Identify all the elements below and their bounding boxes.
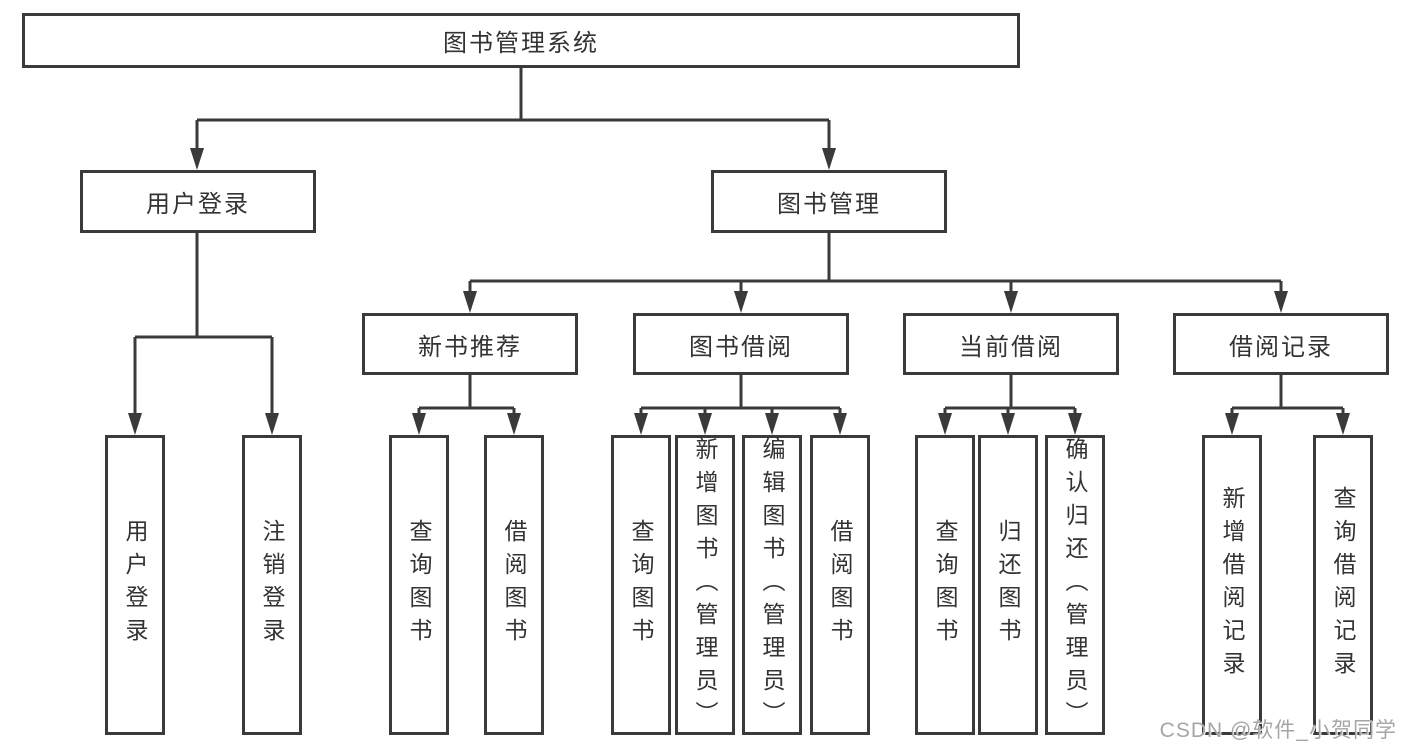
arrowheads	[128, 148, 1350, 435]
leaf-query-borrow-record: 查询借阅记录	[1313, 435, 1373, 735]
leaf-edit-book-admin: 编辑图书（管理员）	[742, 435, 802, 735]
node-label: 借阅图书	[501, 519, 527, 651]
leaf-return-book: 归还图书	[978, 435, 1038, 735]
node-label: 借阅图书	[827, 519, 853, 651]
node-label: 图书管理	[777, 191, 881, 218]
node-book-borrowing: 图书借阅	[633, 313, 849, 375]
node-book-management: 图书管理	[711, 170, 947, 233]
node-label: 新增图书（管理员）	[692, 436, 718, 734]
node-label: 新书推荐	[418, 333, 522, 361]
node-library-system: 图书管理系统	[22, 13, 1020, 68]
node-current-borrowing: 当前借阅	[903, 313, 1119, 375]
node-label: 查询图书	[628, 519, 654, 651]
leaf-add-borrow-record: 新增借阅记录	[1202, 435, 1262, 735]
leaf-confirm-return-admin: 确认归还（管理员）	[1045, 435, 1105, 735]
leaf-borrow-books-recommend: 借阅图书	[484, 435, 544, 735]
leaf-query-books-current: 查询图书	[915, 435, 975, 735]
node-label: 用户登录	[146, 191, 250, 218]
node-new-book-recommend: 新书推荐	[362, 313, 578, 375]
node-label: 借阅记录	[1229, 333, 1333, 361]
leaf-add-book-admin: 新增图书（管理员）	[675, 435, 735, 735]
node-label: 新增借阅记录	[1219, 486, 1245, 684]
node-label: 图书管理系统	[443, 30, 599, 57]
node-label: 编辑图书（管理员）	[759, 436, 785, 734]
node-label: 用户登录	[122, 519, 148, 651]
node-label: 注销登录	[259, 519, 285, 651]
node-user-login: 用户登录	[80, 170, 316, 233]
node-borrowing-records: 借阅记录	[1173, 313, 1389, 375]
node-label: 查询图书	[932, 519, 958, 651]
leaf-borrow-books-borrowing: 借阅图书	[810, 435, 870, 735]
node-label: 当前借阅	[959, 333, 1063, 361]
leaf-query-books-borrowing: 查询图书	[611, 435, 671, 735]
node-label: 归还图书	[995, 519, 1021, 651]
leaf-user-login: 用户登录	[105, 435, 165, 735]
node-label: 图书借阅	[689, 333, 793, 361]
node-label: 查询图书	[406, 519, 432, 651]
node-label: 确认归还（管理员）	[1062, 436, 1088, 734]
leaf-query-books-recommend: 查询图书	[389, 435, 449, 735]
node-label: 查询借阅记录	[1330, 486, 1356, 684]
csdn-watermark: CSDN @软件_小贺同学	[1159, 719, 1397, 742]
leaf-logout: 注销登录	[242, 435, 302, 735]
